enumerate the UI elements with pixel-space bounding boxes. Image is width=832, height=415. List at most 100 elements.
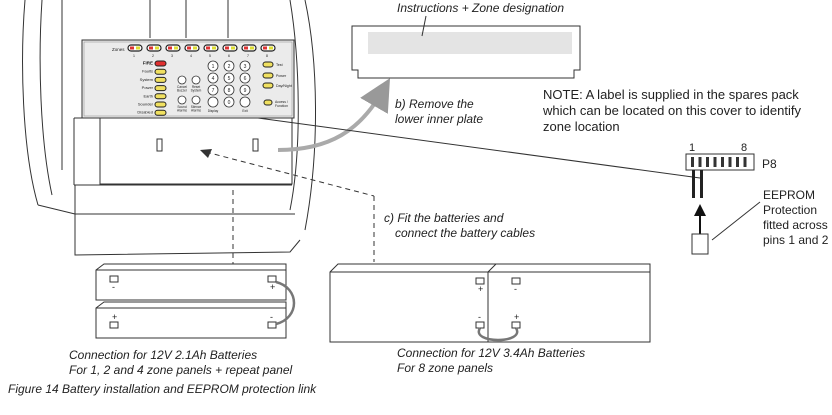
zone-led-yellow xyxy=(231,46,235,50)
keypad-digit: 9 xyxy=(244,88,247,94)
panel-enclosure xyxy=(22,0,316,256)
zone-led-red xyxy=(206,46,210,50)
eeprom-connector-label: P8 xyxy=(762,157,777,171)
keypad-digit: 1 xyxy=(212,64,215,70)
zone-led-yellow xyxy=(174,46,178,50)
battery-2-1ah-top xyxy=(95,263,287,301)
function-button-label: Alarms xyxy=(177,109,187,113)
keypad-digit: 0 xyxy=(228,100,231,106)
eeprom-pin xyxy=(713,157,717,167)
keypad-key-zero xyxy=(223,96,235,108)
zone-led-yellow xyxy=(193,46,197,50)
status-label: Earth xyxy=(143,93,153,98)
zones-label: Zones xyxy=(112,47,125,52)
exit-key xyxy=(239,96,251,108)
zone-number: 4 xyxy=(190,54,192,58)
eeprom-pin xyxy=(706,157,709,167)
terminal-sign: - xyxy=(478,312,481,322)
status-led xyxy=(154,60,167,67)
figure-caption: Figure 14 Battery installation and EEPRO… xyxy=(8,382,317,396)
dashed-arrowhead xyxy=(200,149,212,158)
eeprom-leader-line xyxy=(257,117,701,179)
terminal-sign: - xyxy=(112,282,115,292)
keypad-key xyxy=(207,60,219,72)
eeprom-line-4: pins 1 and 2 xyxy=(763,233,829,247)
status-label: Power xyxy=(142,85,154,90)
keypad-digit: 7 xyxy=(212,88,215,94)
zone-led-yellow xyxy=(155,46,159,50)
conn-3-4ah-label-1: Connection for 12V 3.4Ah Batteries xyxy=(397,346,586,360)
terminal-sign: + xyxy=(270,282,275,292)
battery-terminal-labels: -++-+--+ xyxy=(112,282,519,322)
control-panel-front xyxy=(81,39,295,119)
status-led xyxy=(154,101,167,108)
status-led xyxy=(154,85,167,92)
instructions-label: Instructions + Zone designation xyxy=(397,1,565,15)
zone-led-yellow xyxy=(212,46,216,50)
status-label: Faults xyxy=(142,69,153,74)
keypad-key xyxy=(223,60,235,72)
note-line-1: NOTE: A label is supplied in the spares … xyxy=(543,87,799,102)
status-leds: FIREFaultsSystemPowerEarthSounderDisable… xyxy=(137,60,167,116)
keypad-key xyxy=(239,60,251,72)
keypad-key xyxy=(223,72,235,84)
fit-batteries-label-1: c) Fit the batteries and xyxy=(384,211,504,225)
eeprom-pin xyxy=(743,157,747,167)
battery-3-4ah-left xyxy=(329,263,501,343)
eeprom-pin xyxy=(736,157,739,167)
side-led xyxy=(262,61,274,68)
function-button-label: Buzzer xyxy=(177,89,188,93)
conn-2-1ah-label-1: Connection for 12V 2.1Ah Batteries xyxy=(69,348,258,362)
function-button-label: System xyxy=(191,89,202,93)
keypad-key xyxy=(207,72,219,84)
status-label: Sounder xyxy=(138,102,154,107)
terminal-sign: + xyxy=(478,284,483,294)
eeprom-line-3: fitted across xyxy=(763,218,828,232)
eeprom-pin-start: 1 xyxy=(689,142,696,154)
note-line-2: which can be located on this cover to id… xyxy=(543,103,801,118)
zone-led-yellow xyxy=(136,46,140,50)
zone-number: 1 xyxy=(133,54,135,58)
function-button-label: Alarms xyxy=(191,109,201,113)
zone-number: 5 xyxy=(209,54,211,58)
keypad-digit: 4 xyxy=(212,76,215,82)
keypad-digit: 2 xyxy=(228,64,231,70)
zone-led-yellow xyxy=(269,46,273,50)
keypad-digit: 5 xyxy=(228,76,231,82)
conn-2-1ah-label-2: For 1, 2 and 4 zone panels + repeat pane… xyxy=(69,363,293,377)
keypad-key xyxy=(223,84,235,96)
note-line-3: zone location xyxy=(543,119,620,134)
terminal-sign: + xyxy=(514,312,519,322)
access-label: Function xyxy=(275,104,288,108)
eeprom-pin xyxy=(698,157,702,167)
function-button-label: Silence xyxy=(191,105,202,109)
side-led xyxy=(262,72,274,79)
eeprom-pin-end: 8 xyxy=(741,142,748,154)
keypad-digit: 6 xyxy=(244,76,247,82)
display-label: Display xyxy=(208,109,219,113)
fit-batteries-label-2: connect the battery cables xyxy=(395,226,536,240)
access-label: Access / xyxy=(275,100,288,104)
zone-led-red xyxy=(263,46,267,50)
status-led xyxy=(154,76,167,83)
battery-dashed-arrows xyxy=(205,151,375,268)
terminal-sign: - xyxy=(270,312,273,322)
status-label: FIRE xyxy=(143,61,153,66)
conn-3-4ah-label-2: For 8 zone panels xyxy=(397,361,494,375)
function-button xyxy=(177,75,187,85)
zone-led-red xyxy=(187,46,191,50)
zone-led-red xyxy=(168,46,172,50)
battery-2-1ah-bottom xyxy=(95,301,287,339)
function-button xyxy=(177,95,187,105)
access-led xyxy=(263,99,273,106)
function-button-label: Sound xyxy=(177,105,186,109)
battery-3-4ah-right xyxy=(487,263,651,343)
display-key xyxy=(207,96,219,108)
status-led xyxy=(154,68,167,75)
status-led xyxy=(154,93,167,100)
side-led-label: Day/Night xyxy=(276,84,292,88)
